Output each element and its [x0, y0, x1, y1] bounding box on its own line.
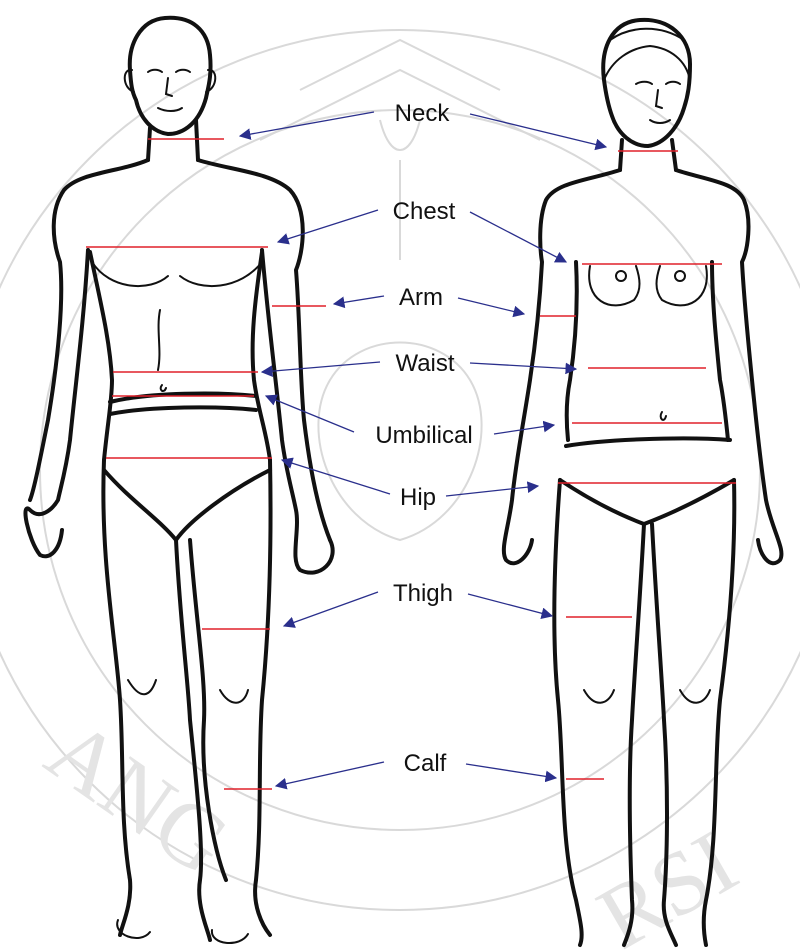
male-navel [158, 310, 166, 391]
arm-arrow-left [334, 296, 384, 304]
label-arm: Arm [399, 284, 443, 311]
thigh-arrow-left [284, 592, 378, 626]
male-eyes [148, 70, 190, 72]
waist-arrow-right [470, 363, 576, 369]
calf-arrow-right [466, 764, 556, 778]
male-feet [117, 920, 248, 943]
measurement-labels: Neck Chest Arm Waist Umbilical Hip Thigh… [375, 100, 472, 777]
female-eyes [636, 82, 680, 84]
male-left-arm [25, 250, 88, 556]
arm-arrow-right [458, 298, 524, 314]
label-umbilical: Umbilical [375, 422, 472, 449]
female-right-nipple [675, 271, 685, 281]
neck-arrow-right [470, 114, 606, 147]
hip-arrow-right [446, 486, 538, 496]
female-hair [604, 29, 690, 80]
label-calf: Calf [404, 750, 447, 777]
chest-arrow-right [470, 212, 566, 262]
female-nose-mouth [650, 90, 670, 123]
male-torso [30, 160, 330, 540]
label-waist: Waist [395, 350, 454, 377]
female-torso [504, 170, 782, 563]
female-breasts [589, 266, 707, 305]
watermark-letters-left: ANG [29, 701, 246, 894]
female-navel [661, 412, 666, 420]
male-briefs [104, 394, 270, 540]
female-knees [584, 690, 710, 703]
thigh-arrow-right [468, 594, 552, 616]
label-hip: Hip [400, 484, 436, 511]
label-thigh: Thigh [393, 580, 453, 607]
male-pecs [92, 262, 262, 286]
calf-arrow-left [276, 762, 384, 786]
label-chest: Chest [393, 198, 456, 225]
male-nose-mouth [158, 78, 182, 111]
female-figure [504, 20, 782, 945]
waist-arrow-left [262, 362, 380, 372]
female-briefs [560, 438, 734, 524]
chest-arrow-left [278, 210, 378, 242]
male-head [130, 18, 211, 134]
label-neck: Neck [395, 100, 451, 127]
female-left-nipple [616, 271, 626, 281]
